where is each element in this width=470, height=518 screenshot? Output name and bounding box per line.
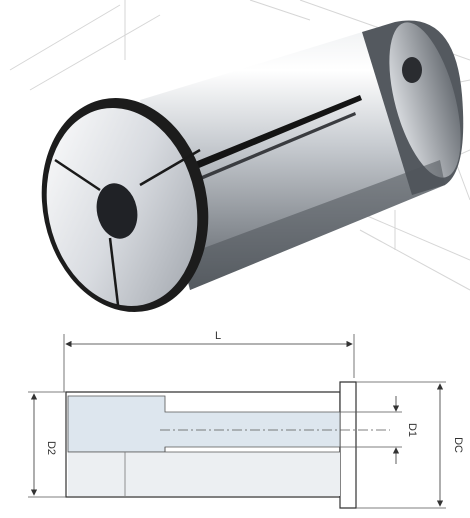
sleeve-body — [140, 20, 464, 290]
bore-hole — [96, 183, 138, 239]
dc-label: DC — [452, 437, 464, 453]
sleeve-front-face — [41, 97, 209, 313]
sleeve-section — [65, 381, 357, 509]
d2-label: D2 — [45, 441, 57, 455]
technical-drawing: L D2 — [28, 330, 464, 509]
length-dimension: L — [63, 330, 355, 392]
d1-dimension: D1 — [340, 396, 418, 464]
dc-dimension: DC — [356, 381, 464, 509]
collet-slot — [175, 95, 362, 176]
sleeve-render — [9, 0, 470, 313]
d2-dimension: D2 — [28, 391, 66, 498]
d1-label: D1 — [406, 423, 418, 437]
length-label: L — [215, 330, 221, 342]
set-screw-hole — [402, 57, 422, 83]
